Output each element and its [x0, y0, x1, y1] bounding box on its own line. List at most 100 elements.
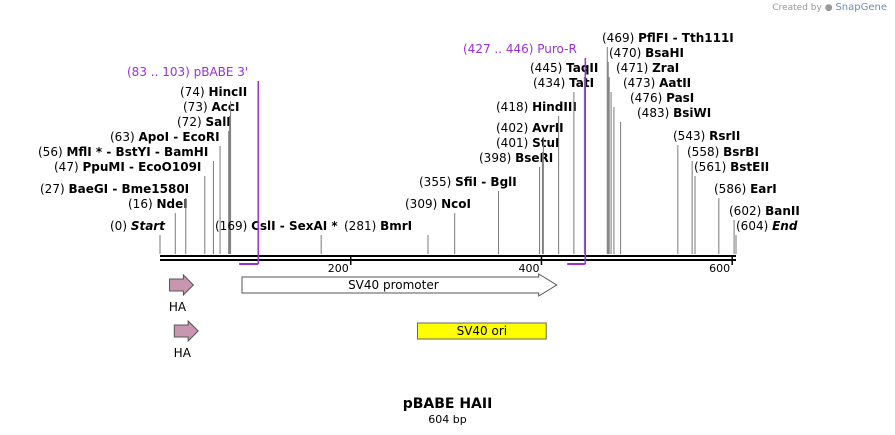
- site-label: (445) TaqII: [530, 61, 598, 75]
- site-enzyme-name: PasI: [666, 91, 694, 105]
- ruler-tick-label: 400: [518, 262, 539, 275]
- site-enzyme-name: AvrII: [532, 121, 564, 135]
- site-enzyme-name: ZraI: [652, 61, 679, 75]
- site-position: (604): [736, 219, 772, 233]
- ha-tag-arrow: [169, 273, 195, 297]
- site-label: (473) AatII: [623, 76, 691, 90]
- site-position: (355): [419, 175, 455, 189]
- site-label: (0) Start: [110, 219, 166, 233]
- site-enzyme-name: NdeI: [156, 197, 187, 211]
- ha-tag-arrow: [173, 319, 199, 343]
- primer-name: pBABE 3': [194, 65, 249, 79]
- site-position: (558): [687, 145, 723, 159]
- site-enzyme-name: BsaHI: [645, 46, 684, 60]
- site-label: (169) CslI - SexAI *: [215, 219, 338, 233]
- site-enzyme-name: BaeGI - Bme1580I: [68, 182, 189, 196]
- site-enzyme-name: StuI: [532, 136, 559, 150]
- site-enzyme-name: TatI: [569, 76, 594, 90]
- site-position: (602): [729, 204, 765, 218]
- site-label: (561) BstEII: [694, 160, 769, 174]
- site-enzyme-name: BsiWI: [673, 106, 711, 120]
- site-label: (72) SalI: [177, 115, 231, 129]
- site-label: (309) NcoI: [405, 197, 471, 211]
- site-label: (401) StuI: [496, 136, 559, 150]
- site-enzyme-name: AatII: [659, 76, 691, 90]
- site-label: (402) AvrII: [496, 121, 564, 135]
- site-label: (602) BanII: [729, 204, 800, 218]
- site-position: (476): [630, 91, 666, 105]
- site-position: (418): [496, 100, 532, 114]
- plasmid-name: pBABE HAII: [402, 396, 493, 412]
- site-enzyme-name: AccI: [211, 100, 239, 114]
- site-position: (72): [177, 115, 205, 129]
- site-position: (434): [533, 76, 569, 90]
- primer-name: Puro-R: [537, 42, 577, 56]
- site-label: (471) ZraI: [616, 61, 679, 75]
- site-enzyme-name: CslI - SexAI *: [251, 219, 338, 233]
- site-label: (47) PpuMI - EcoO109I: [54, 160, 201, 174]
- credit-prefix: Created by: [772, 3, 822, 13]
- site-enzyme-name: BmrI: [380, 219, 412, 233]
- site-position: (47): [54, 160, 82, 174]
- site-label: (483) BsiWI: [637, 106, 711, 120]
- site-position: (169): [215, 219, 251, 233]
- site-label: (476) PasI: [630, 91, 694, 105]
- site-label: (73) AccI: [183, 100, 239, 114]
- plasmid-size: 604 bp: [428, 413, 467, 426]
- site-enzyme-name: PflFI - Tth111I: [638, 31, 734, 45]
- site-label: (281) BmrI: [344, 219, 412, 233]
- primer-label: (427 .. 446) Puro-R: [463, 42, 577, 56]
- site-enzyme-name: BstEII: [730, 160, 769, 174]
- site-label: (604) End: [736, 219, 798, 233]
- site-position: (63): [110, 130, 138, 144]
- ruler-tick-label: 200: [328, 262, 349, 275]
- site-enzyme-name: EarI: [750, 182, 777, 196]
- site-enzyme-name: Start: [131, 219, 166, 233]
- sv40-ori-box: [416, 322, 547, 340]
- site-enzyme-name: BanII: [765, 204, 800, 218]
- site-position: (445): [530, 61, 566, 75]
- sv40-ori-label: SV40 ori: [457, 324, 508, 338]
- site-label: (470) BsaHI: [609, 46, 684, 60]
- site-enzyme-name: HindIII: [532, 100, 577, 114]
- site-label: (543) RsrII: [673, 129, 740, 143]
- site-enzyme-name: PpuMI - EcoO109I: [82, 160, 201, 174]
- site-position: (27): [40, 182, 68, 196]
- site-enzyme-name: End: [772, 219, 798, 233]
- ha-tag-label: HA: [169, 300, 187, 314]
- site-enzyme-name: MflI * - BstYI - BamHI: [66, 145, 208, 159]
- sv40-promoter-label: SV40 promoter: [348, 278, 439, 292]
- site-position: (469): [602, 31, 638, 45]
- credit-brand: SnapGene: [835, 2, 887, 13]
- sv40-promoter-arrow: [241, 273, 558, 297]
- site-position: (586): [714, 182, 750, 196]
- site-position: (73): [183, 100, 211, 114]
- site-enzyme-name: BsrBI: [723, 145, 759, 159]
- site-position: (543): [673, 129, 709, 143]
- site-position: (401): [496, 136, 532, 150]
- site-enzyme-name: TaqII: [566, 61, 598, 75]
- ha-tag-label: HA: [174, 346, 192, 360]
- site-label: (434) TatI: [533, 76, 594, 90]
- snapgene-credit: Created by ● SnapGene: [772, 2, 887, 13]
- site-label: (469) PflFI - Tth111I: [602, 31, 734, 45]
- site-enzyme-name: HincII: [208, 85, 247, 99]
- snapgene-logo-icon: ●: [824, 3, 833, 13]
- site-position: (483): [637, 106, 673, 120]
- site-position: (398): [479, 151, 515, 165]
- site-position: (16): [128, 197, 156, 211]
- site-label: (558) BsrBI: [687, 145, 759, 159]
- site-position: (281): [344, 219, 380, 233]
- site-label: (74) HincII: [180, 85, 247, 99]
- site-enzyme-name: RsrII: [709, 129, 740, 143]
- primer-range: (427 .. 446): [463, 42, 537, 56]
- site-enzyme-name: SfiI - BglI: [455, 175, 517, 189]
- site-position: (471): [616, 61, 652, 75]
- site-position: (561): [694, 160, 730, 174]
- site-position: (402): [496, 121, 532, 135]
- site-position: (470): [609, 46, 645, 60]
- site-label: (586) EarI: [714, 182, 777, 196]
- site-position: (0): [110, 219, 131, 233]
